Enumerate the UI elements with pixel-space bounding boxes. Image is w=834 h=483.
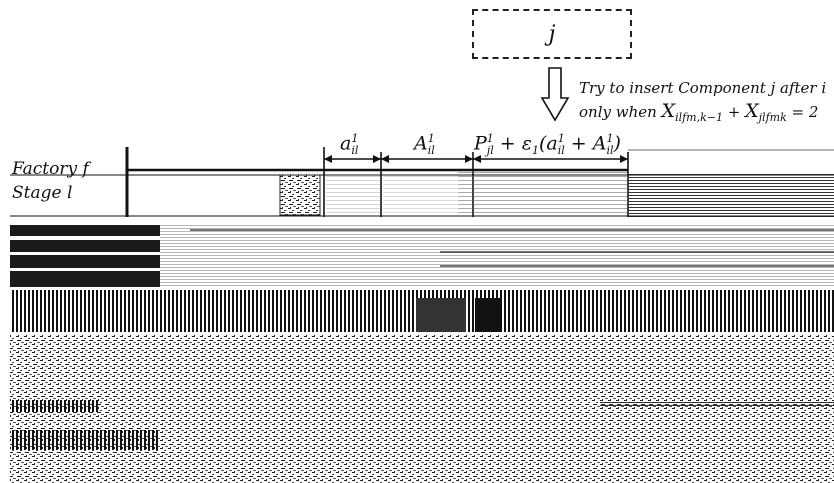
block-i (280, 175, 320, 215)
dark-block-left (10, 225, 160, 287)
noise-region (10, 335, 834, 483)
block-processing (458, 172, 628, 218)
block-setup (326, 175, 380, 215)
block-following (628, 172, 834, 218)
